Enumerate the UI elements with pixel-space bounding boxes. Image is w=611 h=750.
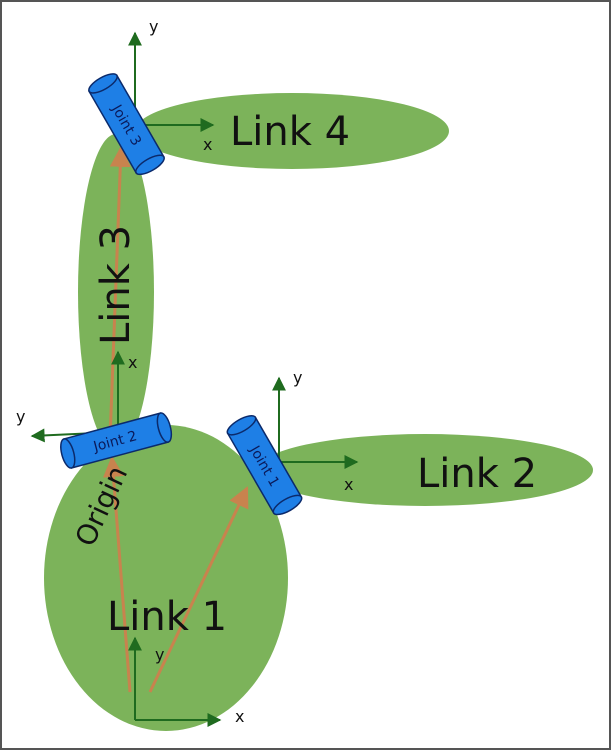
link4-shape (135, 93, 449, 169)
joint2-y-label: y (16, 407, 25, 426)
link2-label: Link 2 (417, 451, 537, 497)
vector-to-joint2 (102, 455, 132, 693)
joint3-x-label: x (203, 135, 212, 154)
base-y-label: y (155, 645, 164, 664)
joint1-y-label: y (293, 368, 302, 387)
vector-to-joint3 (108, 145, 131, 441)
link2-shape (257, 434, 593, 506)
joint3-y-label: y (149, 17, 158, 36)
joint3-cylinder: Joint 3 (88, 73, 165, 176)
joint2-x-label: x (128, 353, 137, 372)
link3-label: Link 3 (93, 225, 139, 345)
joint1-x-label: x (344, 475, 353, 494)
vector-to-joint1 (148, 486, 249, 693)
base-x-label: x (235, 707, 244, 726)
joint2-cylinder: Joint 2 (60, 412, 173, 469)
link1-shape (44, 425, 288, 731)
link1-label: Link 1 (107, 594, 227, 640)
link4-label: Link 4 (230, 109, 350, 155)
